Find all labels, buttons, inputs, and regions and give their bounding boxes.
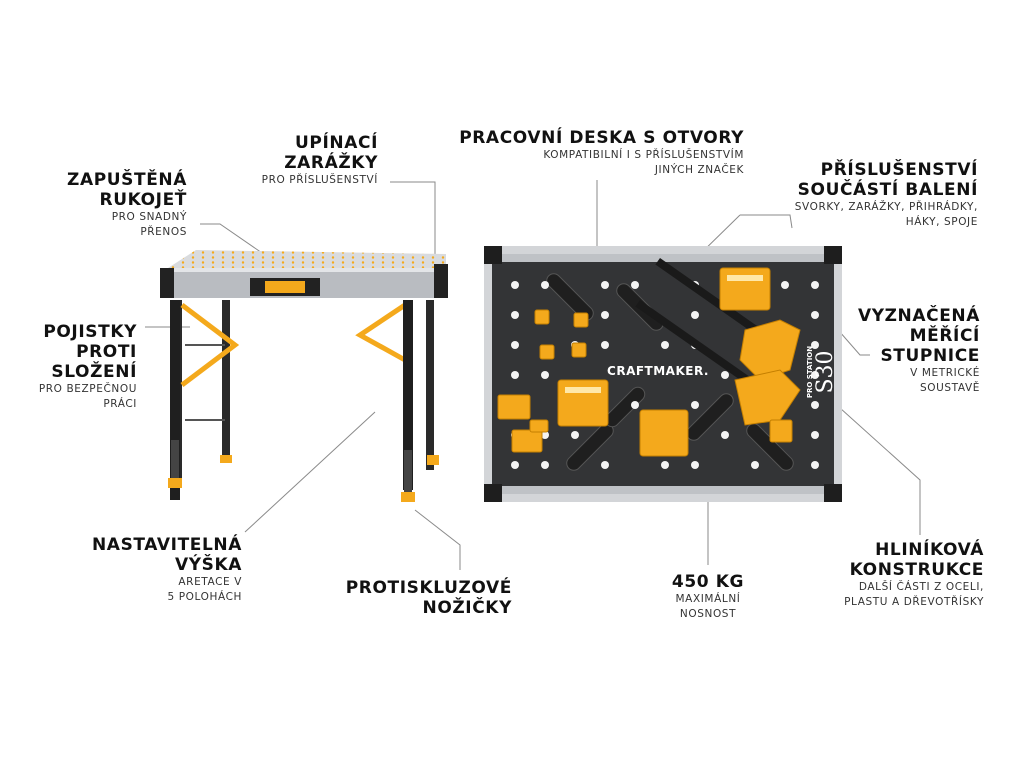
label-sub: SVORKY, ZARÁŽKY, PŘIHRÁDKY,HÁKY, SPOJE: [794, 201, 978, 228]
label-title: PRACOVNÍ DESKA S OTVORY: [459, 128, 744, 148]
workbench-top-view: CRAFTMAKER. PRO STATION S30: [484, 246, 842, 502]
board-model: S30: [813, 350, 838, 393]
board-brand: CRAFTMAKER.: [607, 364, 709, 378]
board-model-small: PRO STATION: [806, 346, 814, 398]
label-title: 450 KG: [671, 572, 745, 592]
workbench-side-view: [160, 250, 448, 502]
label-sub: DALŠÍ ČÁSTI Z OCELI,PLASTU A DŘEVOTŘÍSKY: [844, 581, 984, 608]
label-sub: PRO PŘÍSLUŠENSTVÍ: [261, 174, 378, 186]
label-perforated-board: PRACOVNÍ DESKA S OTVORY KOMPATIBILNÍ I S…: [459, 128, 744, 178]
